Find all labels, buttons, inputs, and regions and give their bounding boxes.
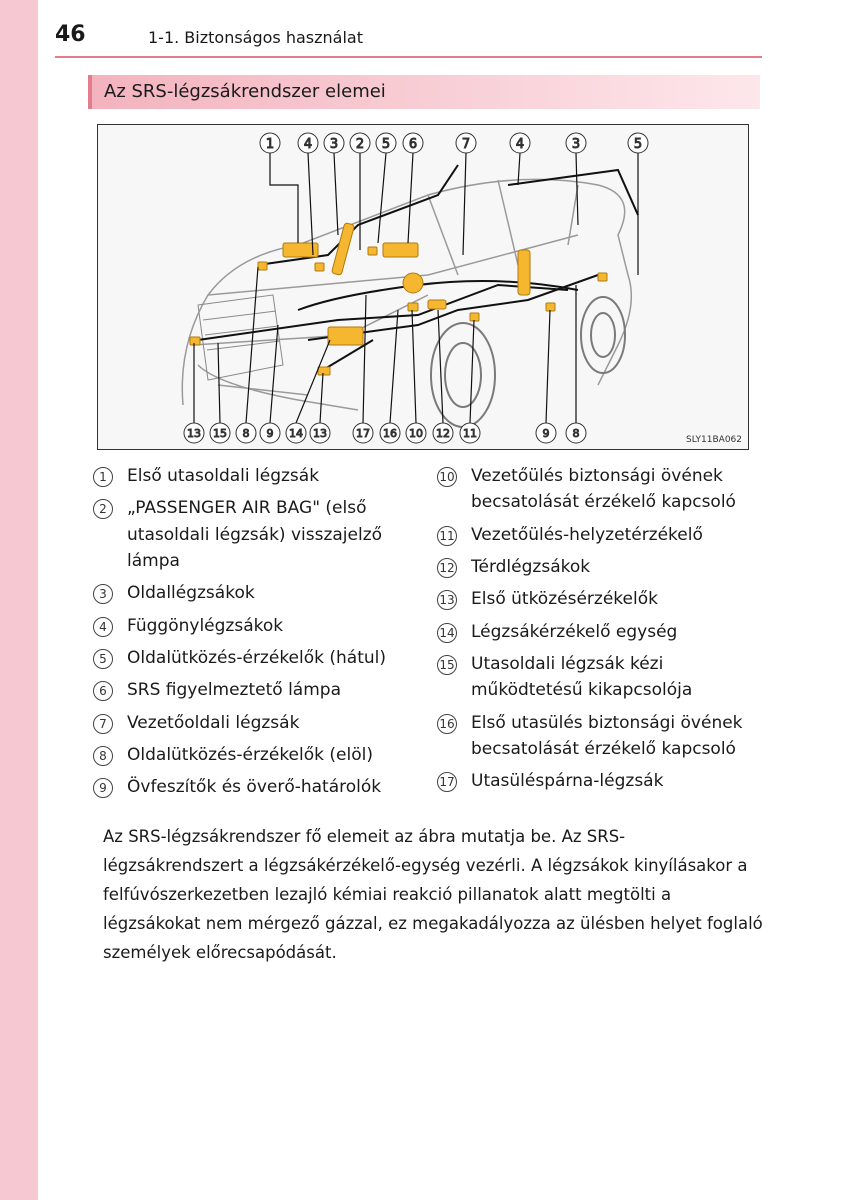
svg-text:5: 5 xyxy=(634,137,642,152)
figure-code: SLY11BA062 xyxy=(686,435,742,445)
car-illustration: 1 4 3 2 5 6 7 4 3 5 13 15 8 9 14 13 17 1… xyxy=(181,132,649,444)
legend-text: SRS figyelmeztető lámpa xyxy=(127,680,341,701)
svg-text:13: 13 xyxy=(187,427,201,440)
legend-item: 17 Utasüléspárna-légzsák xyxy=(437,768,757,794)
svg-text:8: 8 xyxy=(243,427,250,440)
legend-item: 13 Első ütközésérzékelők xyxy=(437,586,757,612)
svg-text:9: 9 xyxy=(543,427,550,440)
callout-number: 3 xyxy=(93,584,113,605)
svg-text:12: 12 xyxy=(436,427,450,440)
callout-number: 16 xyxy=(437,713,457,734)
callout-number: 4 xyxy=(93,616,113,637)
legend-item: 5 Oldalütközés-érzékelők (hátul) xyxy=(93,645,428,671)
svg-text:10: 10 xyxy=(409,427,423,440)
svg-text:13: 13 xyxy=(313,427,327,440)
callout-number: 2 xyxy=(93,499,113,520)
body-paragraph: Az SRS-légzsákrendszer fő elemeit az ábr… xyxy=(103,827,763,962)
legend-item: 9 Övfeszítők és överő-határolók xyxy=(93,774,428,800)
callout-number: 12 xyxy=(437,558,457,579)
callout-number: 17 xyxy=(437,772,457,793)
callout-number: 11 xyxy=(437,525,457,546)
airbag-diagram: 1 4 3 2 5 6 7 4 3 5 13 15 8 9 14 13 17 1… xyxy=(97,124,749,450)
svg-text:2: 2 xyxy=(356,137,364,152)
header-divider xyxy=(55,56,762,58)
legend-text: Első ütközésérzékelők xyxy=(471,589,658,610)
page-number: 46 xyxy=(55,22,86,47)
svg-text:1: 1 xyxy=(266,137,274,152)
svg-text:6: 6 xyxy=(409,137,417,152)
svg-text:5: 5 xyxy=(382,137,390,152)
callout-number: 10 xyxy=(437,467,457,487)
svg-text:15: 15 xyxy=(213,427,227,440)
section-title: Az SRS-légzsákrendszer elemei xyxy=(104,81,386,102)
svg-text:8: 8 xyxy=(573,427,580,440)
legend-text: Utasüléspárna-légzsák xyxy=(471,771,664,792)
svg-text:4: 4 xyxy=(516,137,524,152)
section-heading: Az SRS-légzsákrendszer elemei xyxy=(88,75,760,109)
svg-text:14: 14 xyxy=(289,427,303,440)
legend-text: Térdlégzsákok xyxy=(471,557,591,578)
legend-item: 7 Vezetőoldali légzsák xyxy=(93,710,428,736)
legend-item: 3 Oldallégzsákok xyxy=(93,580,428,606)
callout-number: 14 xyxy=(437,622,457,643)
legend-text: Övfeszítők és överő-határolók xyxy=(127,777,382,798)
legend-right: 10 Vezetőülés biztonsági övének becsatolá… xyxy=(437,463,757,801)
chapter-title: 1-1. Biztonságos használat xyxy=(148,28,363,47)
legend-text: Első utasoldali légzsák xyxy=(127,466,320,486)
legend-item: 16 Első utasülés biztonsági övének becsat… xyxy=(437,710,757,763)
svg-text:17: 17 xyxy=(356,427,370,440)
callout-number: 13 xyxy=(437,590,457,611)
callout-number: 8 xyxy=(93,746,113,767)
legend-item: 4 Függönylégzsákok xyxy=(93,613,428,639)
legend-text: Utasoldali légzsák kézi működtetésű kika… xyxy=(471,654,693,701)
legend-text: Vezetőoldali légzsák xyxy=(127,712,300,733)
legend-text: Vezetőülés biztonsági övének becsatolásá… xyxy=(471,466,736,513)
legend-item: 8 Oldalütközés-érzékelők (elöl) xyxy=(93,742,428,768)
legend-text: „PASSENGER AIR BAG" (első utasoldali lég… xyxy=(127,498,383,572)
svg-text:4: 4 xyxy=(304,137,312,152)
legend-item: 2 „PASSENGER AIR BAG" (első utasoldali lé… xyxy=(93,495,428,574)
legend-item: 6 SRS figyelmeztető lámpa xyxy=(93,677,428,703)
legend-item: 1 Első utasoldali légzsák xyxy=(93,463,428,489)
legend-text: Oldalütközés-érzékelők (elöl) xyxy=(127,745,373,766)
legend-item: 10 Vezetőülés biztonsági övének becsatolá… xyxy=(437,463,757,516)
callout-number: 6 xyxy=(93,681,113,702)
legend-item: 14 Légzsákérzékelő egység xyxy=(437,619,757,645)
legend-text: Első utasülés biztonsági övének becsatol… xyxy=(471,712,743,760)
svg-text:11: 11 xyxy=(463,427,477,440)
legend-item: 12 Térdlégzsákok xyxy=(437,554,757,580)
svg-text:3: 3 xyxy=(330,137,338,152)
legend-left: 1 Első utasoldali légzsák 2 „PASSENGER AIR… xyxy=(93,463,428,807)
legend-text: Függönylégzsákok xyxy=(127,615,284,636)
legend-item: 15 Utasoldali légzsák kézi működtetésű ki… xyxy=(437,651,757,704)
legend-text: Légzsákérzékelő egység xyxy=(471,621,678,642)
svg-text:9: 9 xyxy=(267,427,274,440)
callout-number: 15 xyxy=(437,655,457,676)
svg-text:7: 7 xyxy=(462,137,470,152)
legend-text: Oldalütközés-érzékelők (hátul) xyxy=(127,648,387,669)
svg-text:3: 3 xyxy=(572,137,580,152)
legend-item: 11 Vezetőülés-helyzetérzékelő xyxy=(437,522,757,548)
callout-number: 5 xyxy=(93,649,113,670)
page-margin-bar xyxy=(0,0,38,1200)
legend-text: Oldallégzsákok xyxy=(127,583,255,604)
callout-number: 7 xyxy=(93,713,113,734)
svg-text:16: 16 xyxy=(383,427,397,440)
legend-text: Vezetőülés-helyzetérzékelő xyxy=(471,524,703,545)
callout-number: 9 xyxy=(93,778,113,799)
callout-number: 1 xyxy=(93,467,113,487)
